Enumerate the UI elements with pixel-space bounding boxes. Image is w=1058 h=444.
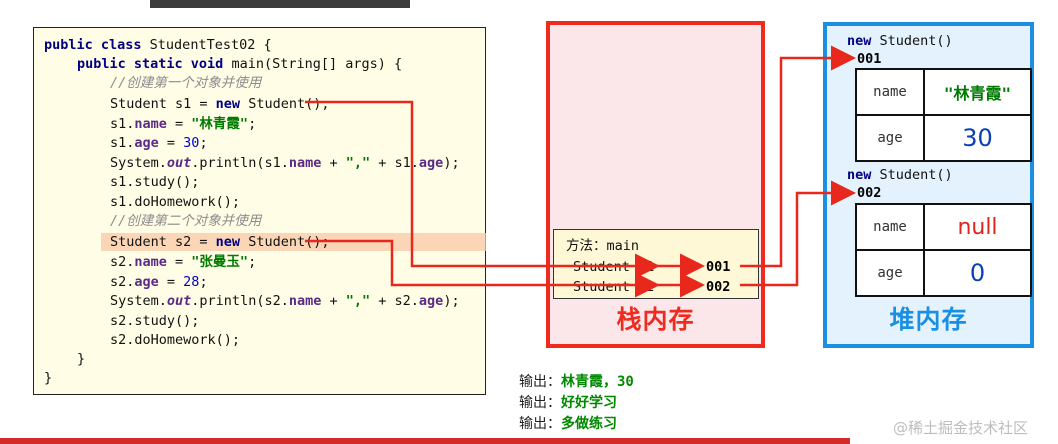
code-line-s2-study: s2.study(); [110, 313, 200, 329]
heap-obj2-address: 002 [857, 185, 882, 201]
stack-var-s1-value: 001 [706, 259, 731, 275]
code-line-s2-homework: s2.doHomework(); [110, 332, 241, 348]
heap-title: 堆内存 [889, 305, 968, 334]
stack-var-s1: Student s1 [573, 259, 655, 275]
stack-title: 栈内存 [616, 305, 695, 334]
heap-obj2-new-label: new Student() [847, 167, 953, 183]
heap-obj1-age-value-cell: 30 [923, 114, 1032, 162]
watermark: @稀土掘金技术社区 [893, 419, 1029, 437]
heap-obj1-name-value-cell: "林青霞" [923, 68, 1032, 116]
heap-obj1-new-label: new Student() [847, 33, 953, 49]
code-close-class: } [44, 370, 53, 386]
code-line-s2-age: s2.age = 28; [110, 274, 208, 290]
code-line-s1-age: s1.age = 30; [110, 135, 208, 151]
heap-obj2-age-label-cell: age [855, 249, 925, 297]
code-line-s2-print: System.out.println(s2.name + "," + s2.ag… [110, 293, 460, 309]
top-cropped-title [150, 0, 410, 8]
bottom-progress-strip [0, 438, 850, 444]
stack-var-s2-value: 002 [706, 279, 731, 295]
output-line-1: 输出：林青霞，30 [519, 374, 634, 390]
code-line-main: public static void main(String[] args) { [77, 56, 403, 72]
heap-obj2-name-label-cell: name [855, 203, 925, 251]
code-line-s1-homework: s1.doHomework(); [110, 194, 241, 210]
heap-obj1-age-label-cell: age [855, 114, 925, 162]
code-line-class: public class StudentTest02 { [44, 37, 272, 53]
heap-obj2-name-value-cell: null [923, 203, 1032, 251]
heap-obj1-address: 001 [857, 51, 882, 67]
heap-obj2-age-value-cell: 0 [923, 249, 1032, 297]
code-line-s1-study: s1.study(); [110, 174, 200, 190]
heap-obj1-name-label-cell: name [855, 68, 925, 116]
frame-label: 方法：main [566, 238, 640, 254]
code-comment-2: //创建第二个对象并使用 [110, 213, 262, 229]
stack-var-s2: Student s2 [573, 279, 655, 295]
code-line-s2-name: s2.name = "张曼玉"; [110, 254, 257, 270]
code-close-method: } [77, 351, 86, 367]
output-line-3: 输出：多做练习 [519, 416, 617, 432]
output-line-2: 输出：好好学习 [519, 395, 617, 411]
code-comment-1: //创建第一个对象并使用 [110, 75, 262, 91]
code-line-new-s2: Student s2 = new Student(); [110, 234, 330, 250]
code-line-s1-name: s1.name = "林青霞"; [110, 116, 257, 132]
